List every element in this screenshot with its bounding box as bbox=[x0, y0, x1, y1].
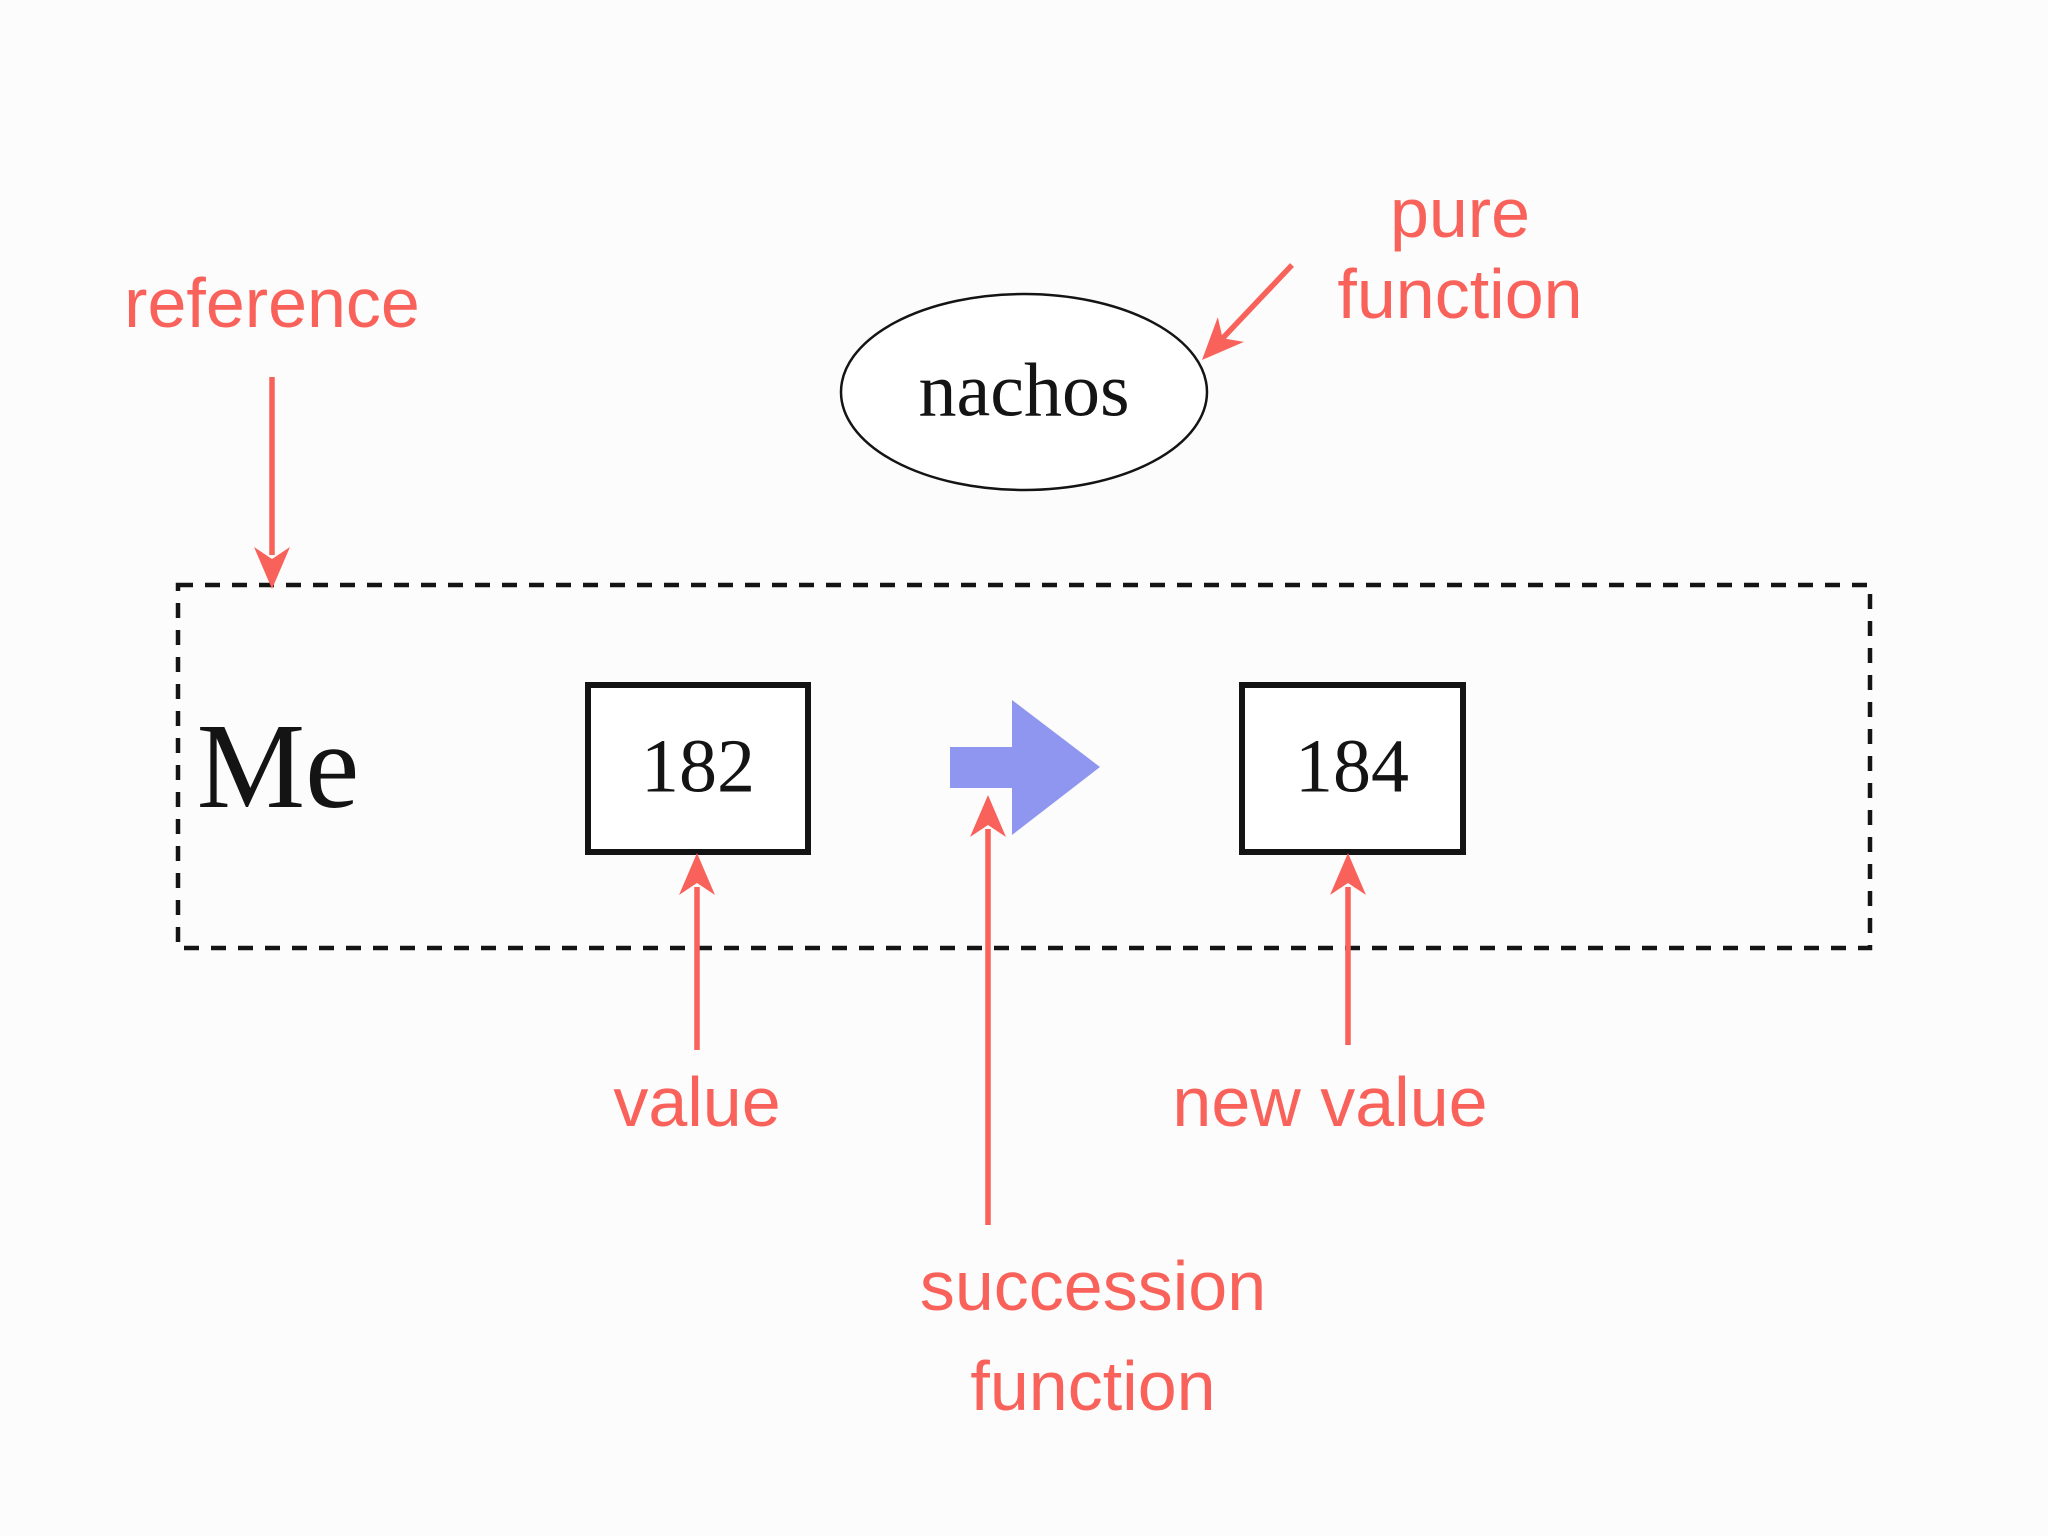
value-label: value bbox=[613, 1063, 781, 1141]
reference-label: reference bbox=[124, 264, 420, 342]
new-value-pointer-arrow bbox=[1330, 853, 1366, 1045]
succession-function-label: succession function bbox=[920, 1236, 1266, 1436]
pure-function-label-line1: pure bbox=[1389, 174, 1531, 252]
new-value-box bbox=[1239, 682, 1466, 855]
succession-function-label-line1: succession bbox=[919, 1247, 1267, 1325]
old-value-text: 182 bbox=[641, 724, 755, 809]
new-value-label: new value bbox=[1172, 1063, 1488, 1141]
succession-function-label-line2: function bbox=[970, 1347, 1216, 1425]
reference-box-outline bbox=[175, 582, 1873, 951]
pure-function-label: pure function bbox=[1337, 173, 1582, 335]
pure-function-pointer-arrow bbox=[1202, 263, 1294, 360]
old-value-box bbox=[585, 682, 811, 855]
new-value-text: 184 bbox=[1295, 724, 1409, 809]
pure-function-label-line2: function bbox=[1337, 255, 1583, 333]
nachos-label: nachos bbox=[918, 348, 1130, 433]
me-label: Me bbox=[196, 699, 360, 834]
pure-function-ellipse bbox=[839, 292, 1209, 492]
value-pointer-arrow bbox=[679, 853, 715, 1050]
succession-pointer-arrow bbox=[970, 795, 1006, 1225]
reference-pointer-arrow bbox=[254, 377, 290, 589]
succession-function-arrow bbox=[950, 700, 1100, 835]
